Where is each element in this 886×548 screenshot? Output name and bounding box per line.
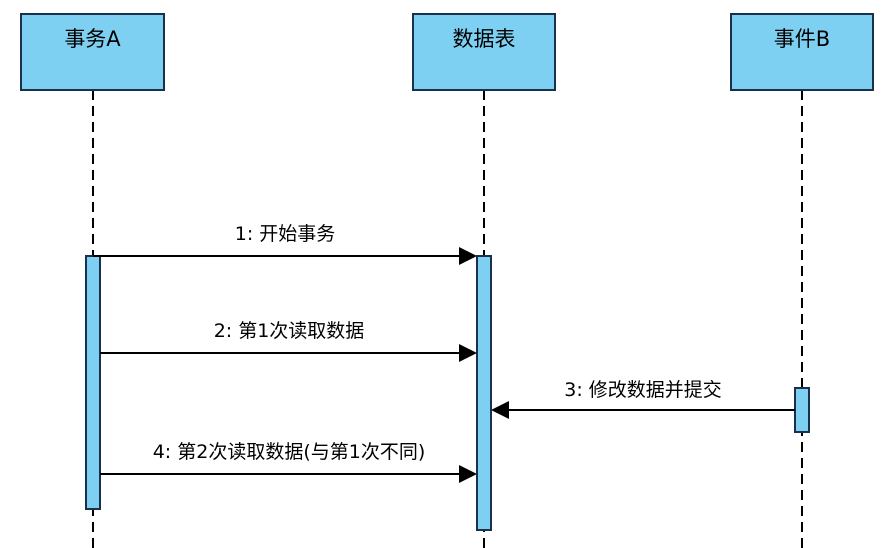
lifelines-layer: 事务A 数据表 事件B — [20, 13, 874, 548]
participant-label-data-table: 数据表 — [453, 27, 516, 51]
message-modify-and-commit-arrowhead-icon — [491, 401, 509, 419]
message-modify-and-commit[interactable]: 3: 修改数据并提交 — [491, 379, 795, 419]
message-first-read-arrowhead-icon — [459, 344, 477, 362]
participant-transaction-a[interactable]: 事务A — [20, 13, 165, 548]
message-second-read[interactable]: 4: 第2次读取数据(与第1次不同) — [100, 441, 477, 483]
message-begin-transaction-arrowhead-icon — [459, 247, 477, 265]
messages-layer: 1: 开始事务 2: 第1次读取数据 3: 修改数据并提交 4: 第2次读取数据(与第… — [93, 223, 795, 483]
activation-data-table[interactable] — [476, 255, 492, 531]
message-begin-transaction[interactable]: 1: 开始事务 — [93, 223, 477, 265]
activation-event-b[interactable] — [794, 387, 810, 433]
message-second-read-arrowhead-icon — [459, 465, 477, 483]
participant-box-data-table[interactable] — [412, 13, 556, 91]
participant-label-transaction-a: 事务A — [64, 27, 121, 51]
message-begin-transaction-label: 1: 开始事务 — [235, 223, 336, 245]
message-modify-and-commit-label: 3: 修改数据并提交 — [564, 379, 722, 401]
activation-transaction-a[interactable] — [85, 255, 101, 510]
participant-box-event-b[interactable] — [730, 13, 874, 91]
message-second-read-label: 4: 第2次读取数据(与第1次不同) — [153, 441, 426, 463]
participant-event-b[interactable]: 事件B — [730, 13, 874, 548]
participant-box-transaction-a[interactable] — [20, 13, 165, 91]
message-first-read-label: 2: 第1次读取数据 — [214, 320, 365, 342]
message-first-read[interactable]: 2: 第1次读取数据 — [100, 320, 477, 362]
participant-label-event-b: 事件B — [774, 27, 830, 51]
participant-data-table[interactable]: 数据表 — [412, 13, 556, 548]
